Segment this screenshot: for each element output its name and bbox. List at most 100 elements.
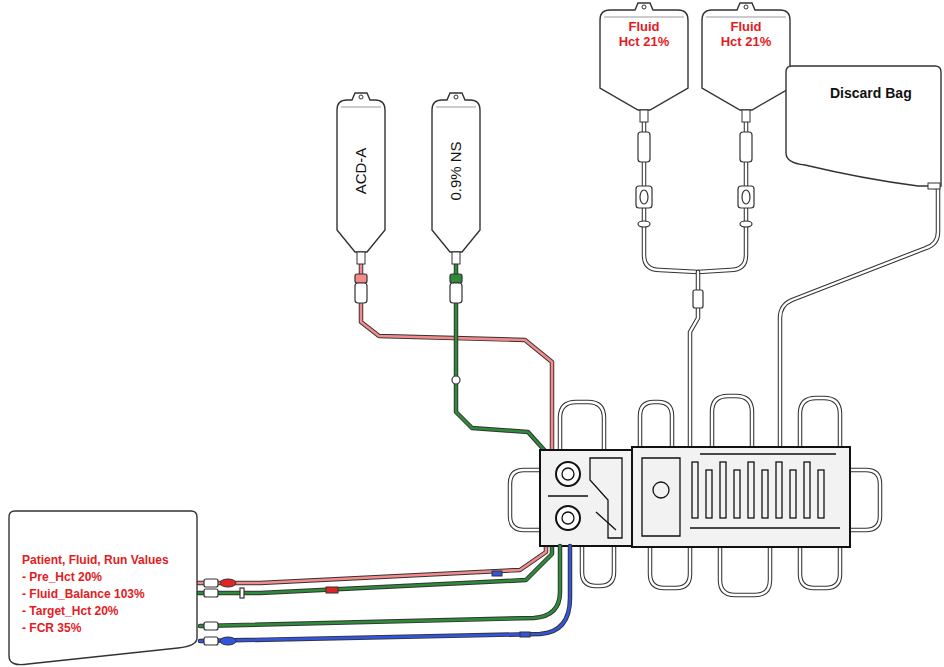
cassette-part (706, 470, 712, 518)
discard-tubing (780, 187, 938, 448)
tube-core (198, 264, 552, 583)
cassette-loops-part (800, 546, 840, 588)
cassette-loops-part (640, 402, 672, 448)
bag-port (357, 252, 365, 264)
tube-core (198, 264, 552, 593)
cassette-part (540, 450, 632, 546)
acd-spike-part (355, 274, 367, 283)
bag-outline (337, 93, 385, 252)
run-value: - FCR 35% (22, 622, 81, 636)
bag-label: ACD-A (352, 148, 369, 195)
patient-connectors-part (240, 588, 244, 598)
cassette-part (562, 468, 574, 480)
cassette-loops-part (800, 398, 840, 448)
hanger-hole (642, 5, 646, 9)
cassette-part (762, 470, 768, 518)
discard-bag: Discard Bag (785, 65, 942, 187)
patient-return-lines-part (200, 546, 570, 641)
cassette-loops-part (640, 402, 672, 448)
cassette-part (556, 506, 580, 530)
run-value: - Fluid_Balance 103% (22, 588, 145, 602)
cassette-part (632, 447, 850, 547)
cassette (540, 447, 850, 547)
cassette-part (748, 462, 754, 518)
fluid-tubing (636, 122, 754, 448)
fluid-tubing-part (636, 186, 652, 208)
cassette-part (556, 462, 580, 486)
panel-outline (9, 511, 197, 665)
hanger-hole (359, 95, 363, 99)
patient-return-lines-part (200, 546, 560, 626)
cassette-loops-part (712, 396, 752, 448)
fluid-tubing-part (640, 190, 648, 204)
bag-port (452, 252, 460, 264)
bag-port (742, 110, 750, 122)
cassette-part (720, 462, 726, 518)
fluid-tubing-part (740, 221, 752, 227)
fluid-tubing-part (638, 132, 650, 162)
bag-outline (600, 3, 688, 110)
cassette-loops-part (582, 546, 614, 586)
cassette-loops-part (510, 470, 540, 530)
cassette-part (562, 512, 574, 524)
bag-outline (702, 3, 790, 110)
cassette-loops-part (800, 546, 840, 588)
cassette-loops-part (650, 546, 690, 588)
fluid-tubing-part (693, 290, 703, 308)
anticoagulant-bag: ACD-A (335, 92, 387, 264)
hanger-hole (744, 5, 748, 9)
bag-port (640, 110, 648, 122)
fluid-tubing-part (638, 221, 650, 227)
cassette-part (653, 482, 669, 498)
patient-return-lines-part (520, 632, 530, 637)
cassette-loops-part (720, 546, 770, 595)
saline-spike (450, 274, 462, 384)
bag-label: Fluid Hct 21% (719, 20, 773, 50)
bag-port (928, 183, 940, 189)
acd-spike (355, 274, 367, 303)
cassette-loops-part (582, 546, 614, 586)
cassette-part (818, 470, 824, 518)
replacement-fluid-bag: Fluid Hct 21% (700, 2, 792, 122)
cassette-loops-part (560, 402, 604, 450)
patient-return-lines-part (200, 546, 560, 626)
cassette-part (642, 458, 680, 536)
patient-connectors-part (220, 579, 236, 587)
discard-tubing-part (780, 187, 938, 448)
tubing-line (198, 264, 552, 583)
patient-connectors-part (204, 637, 218, 645)
patient-connectors-part (204, 579, 218, 587)
patient-connectors-part (204, 622, 218, 630)
hanger-hole (454, 95, 458, 99)
saline-bag: 0.9% NS (430, 92, 482, 264)
cassette-loops-part (712, 396, 752, 448)
panel-heading: Patient, Fluid, Run Values (22, 554, 169, 568)
run-value: - Pre_Hct 20% (22, 571, 102, 585)
replacement-fluid-bag: Fluid Hct 21% (598, 2, 690, 122)
patient-connectors-part (220, 637, 236, 645)
patient-connectors-part (204, 589, 218, 597)
cassette-loops-part (560, 402, 604, 450)
fluid-tubing-part (738, 186, 754, 208)
patient-return-lines-part (200, 546, 570, 641)
bag-seam (341, 107, 381, 108)
patient-return-lines-part (326, 587, 338, 593)
bag-label: Fluid Hct 21% (617, 20, 671, 50)
cassette-part (776, 462, 782, 518)
run-value: - Target_Hct 20% (22, 605, 118, 619)
patient-connectors (204, 579, 244, 645)
fluid-tubing-part (740, 132, 752, 162)
fluid-tubing-part (742, 190, 750, 204)
cassette-part (790, 470, 796, 518)
bag-label: 0.9% NS (447, 141, 464, 200)
tube-outline (198, 264, 552, 583)
patient-return-lines (200, 546, 570, 641)
cassette-loops (510, 396, 880, 595)
cassette-part (590, 458, 622, 538)
cassette-loops-part (800, 398, 840, 448)
saline-spike-part (450, 274, 462, 283)
acd-spike-part (355, 283, 367, 303)
cassette-loops-part (510, 470, 540, 530)
